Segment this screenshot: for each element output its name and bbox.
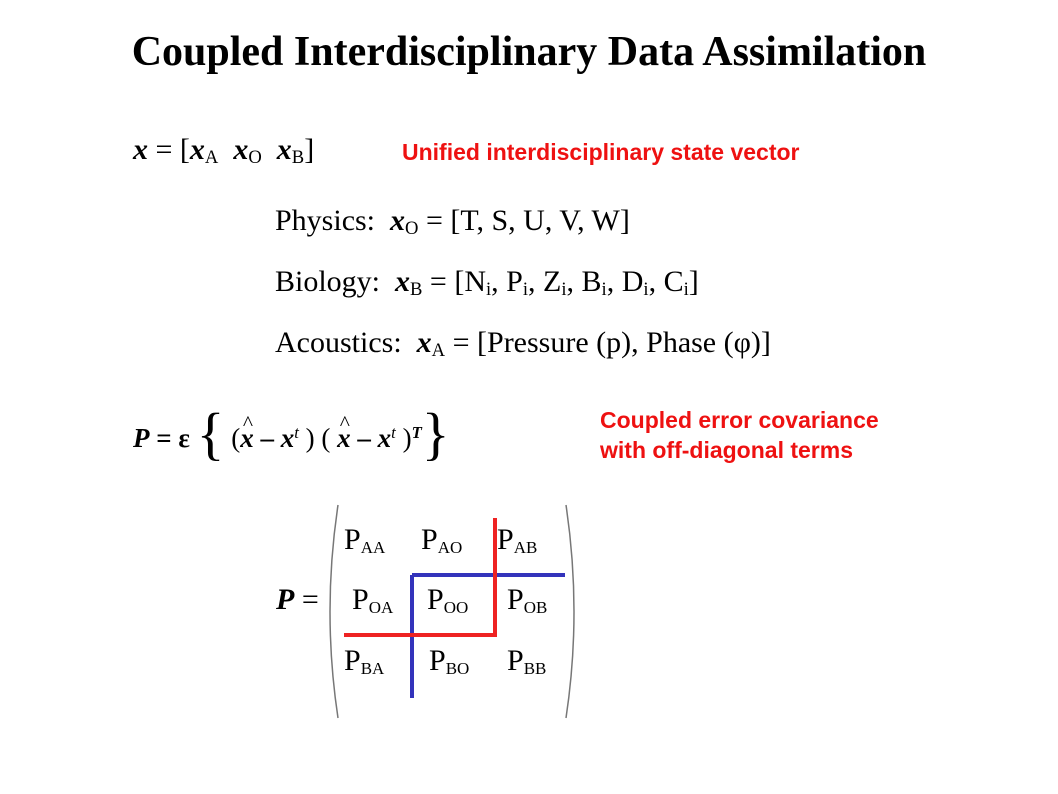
cell-sub: AO bbox=[437, 538, 463, 557]
cell-main: P bbox=[352, 583, 369, 616]
covariance-note: Coupled error covariance with off-diagon… bbox=[600, 405, 879, 465]
physics-rhs: = [T, S, U, V, W] bbox=[418, 204, 630, 237]
acoustics-rhs: = [Pressure (p), Phase (φ)] bbox=[445, 326, 771, 359]
cell-main: P bbox=[507, 644, 524, 677]
bio-z: , Z bbox=[528, 265, 562, 298]
sup-t: t bbox=[294, 422, 299, 442]
matrix-cell-aa: PAA bbox=[344, 523, 386, 557]
close-brace: } bbox=[421, 401, 450, 466]
bio-sub-b: i bbox=[601, 279, 607, 301]
cell-sub: AA bbox=[360, 538, 386, 557]
close-paren: ) bbox=[395, 423, 412, 453]
cell-main: P bbox=[344, 644, 361, 677]
cell-sub: BA bbox=[360, 659, 385, 678]
matrix-lhs: P = bbox=[276, 585, 319, 615]
covariance-note-line2: with off-diagonal terms bbox=[600, 437, 853, 463]
left-matrix-paren bbox=[329, 504, 339, 719]
close-bracket: ] bbox=[304, 133, 315, 166]
bio-sub-n: i bbox=[486, 279, 492, 301]
cell-sub: AB bbox=[513, 538, 538, 557]
physics-sub: O bbox=[405, 218, 419, 240]
x-hat-2: x bbox=[337, 413, 351, 452]
sub-b: B bbox=[291, 147, 305, 169]
bio-b: , B bbox=[566, 265, 602, 298]
mid-parens: ) ( bbox=[298, 423, 338, 453]
equals-bracket: = [ bbox=[148, 133, 190, 166]
physics-var: x bbox=[390, 204, 406, 237]
minus: – bbox=[253, 423, 281, 453]
matrix-cell-ao: PAO bbox=[421, 523, 463, 557]
cell-main: P bbox=[344, 523, 361, 556]
cell-main: P bbox=[497, 523, 514, 556]
bio-close: ] bbox=[688, 265, 699, 298]
matrix-cell-bo: PBO bbox=[429, 644, 470, 678]
open-paren: ( bbox=[224, 423, 241, 453]
sub-a: A bbox=[204, 147, 219, 169]
matrix-eq: = bbox=[294, 583, 319, 616]
acoustics-var: x bbox=[416, 326, 432, 359]
matrix-symbol: P bbox=[276, 583, 295, 616]
physics-line: Physics: xO = [T, S, U, V, W] bbox=[275, 204, 630, 240]
state-vector-symbol: x bbox=[133, 133, 148, 166]
cell-sub: OB bbox=[523, 598, 548, 617]
slide-title: Coupled Interdisciplinary Data Assimilat… bbox=[131, 29, 927, 75]
right-matrix-paren bbox=[565, 504, 575, 719]
component-xb: x bbox=[276, 133, 292, 166]
biology-line: Biology: xB = [Ni, Pi, Zi, Bi, Di, Ci] bbox=[275, 265, 699, 301]
covariance-symbol: P bbox=[133, 423, 150, 453]
matrix-cell-ba: PBA bbox=[344, 644, 385, 678]
red-partition-line bbox=[344, 518, 497, 637]
covariance-equation: P = ε { (x – xt ) ( x – xt )T} bbox=[133, 405, 450, 463]
covariance-note-line1: Coupled error covariance bbox=[600, 407, 879, 433]
covariance-eq: = ε bbox=[149, 423, 197, 453]
state-vector-note: Unified interdisciplinary state vector bbox=[402, 139, 800, 165]
minus-2: – bbox=[350, 423, 378, 453]
cell-main: P bbox=[507, 583, 524, 616]
biology-label: Biology: bbox=[275, 265, 381, 298]
matrix-cell-oa: POA bbox=[352, 583, 394, 617]
matrix-cell-ob: POB bbox=[507, 583, 548, 617]
open-brace: { bbox=[196, 401, 225, 466]
cell-main: P bbox=[429, 644, 446, 677]
sup-t-2: t bbox=[391, 422, 396, 442]
matrix-cell-oo: POO bbox=[427, 583, 469, 617]
cell-sub: OA bbox=[368, 598, 394, 617]
bio-sub-p: i bbox=[522, 279, 529, 301]
biology-sub: B bbox=[410, 279, 423, 301]
component-xo: x bbox=[233, 133, 249, 166]
cell-main: P bbox=[421, 523, 438, 556]
bio-d: , D bbox=[606, 265, 644, 298]
component-xa: x bbox=[189, 133, 205, 166]
x-hat: x bbox=[240, 413, 254, 452]
sup-transpose: T bbox=[411, 422, 422, 442]
biology-var: x bbox=[395, 265, 411, 298]
bio-p: , P bbox=[491, 265, 523, 298]
state-vector-equation: x = [xA xO xB] bbox=[133, 133, 315, 169]
sub-o: O bbox=[248, 147, 262, 169]
acoustics-line: Acoustics: xA = [Pressure (p), Phase (φ)… bbox=[275, 326, 771, 362]
acoustics-sub: A bbox=[431, 340, 446, 362]
matrix-cell-ab: PAB bbox=[497, 523, 538, 557]
bio-sub-c: i bbox=[683, 279, 689, 301]
cell-sub: BB bbox=[523, 659, 547, 678]
cell-sub: BO bbox=[445, 659, 470, 678]
acoustics-label: Acoustics: bbox=[275, 326, 402, 359]
biology-eq: = [N bbox=[422, 265, 486, 298]
bio-sub-d: i bbox=[643, 279, 649, 301]
cell-main: P bbox=[427, 583, 444, 616]
bio-c: , C bbox=[648, 265, 684, 298]
x-true-2: x bbox=[377, 423, 392, 453]
x-true: x bbox=[280, 423, 295, 453]
matrix-cell-bb: PBB bbox=[507, 644, 547, 678]
cell-sub: OO bbox=[443, 598, 469, 617]
bio-sub-z: i bbox=[561, 279, 567, 301]
physics-label: Physics: bbox=[275, 204, 376, 237]
